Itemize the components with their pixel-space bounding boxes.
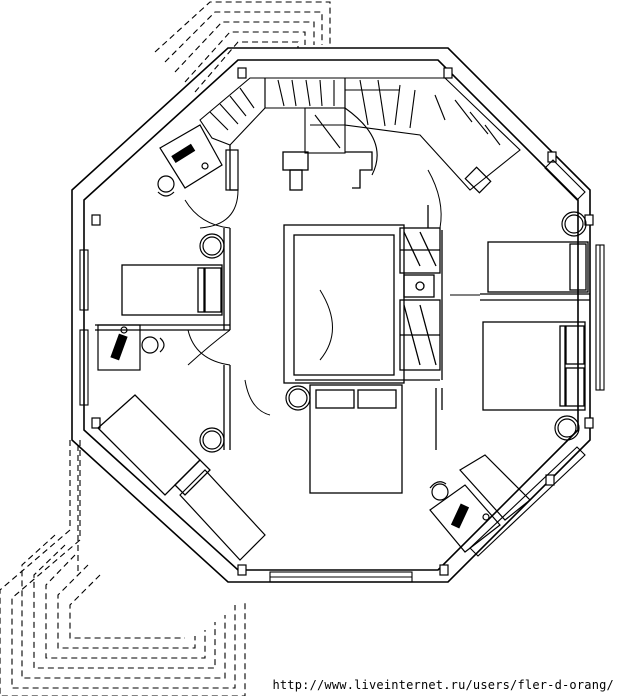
bed-lower-left xyxy=(97,394,201,496)
desks xyxy=(97,124,501,553)
windows xyxy=(79,159,605,583)
round-seats xyxy=(199,211,587,453)
beds xyxy=(97,241,589,496)
exterior-stairs-bottom xyxy=(0,440,246,696)
bed-left xyxy=(121,264,223,316)
interior-stair xyxy=(199,77,521,191)
bed-right xyxy=(482,321,586,411)
bed-center xyxy=(309,384,403,494)
exterior-walls xyxy=(71,47,591,583)
watermark-url: http://www.liveinternet.ru/users/fler-d-… xyxy=(272,678,614,692)
door-swings xyxy=(184,169,480,416)
exterior-stairs-top xyxy=(154,1,331,93)
wall-posts xyxy=(91,67,594,576)
wardrobes xyxy=(179,149,531,561)
central-core xyxy=(282,151,441,384)
bed-right-top xyxy=(487,241,589,293)
